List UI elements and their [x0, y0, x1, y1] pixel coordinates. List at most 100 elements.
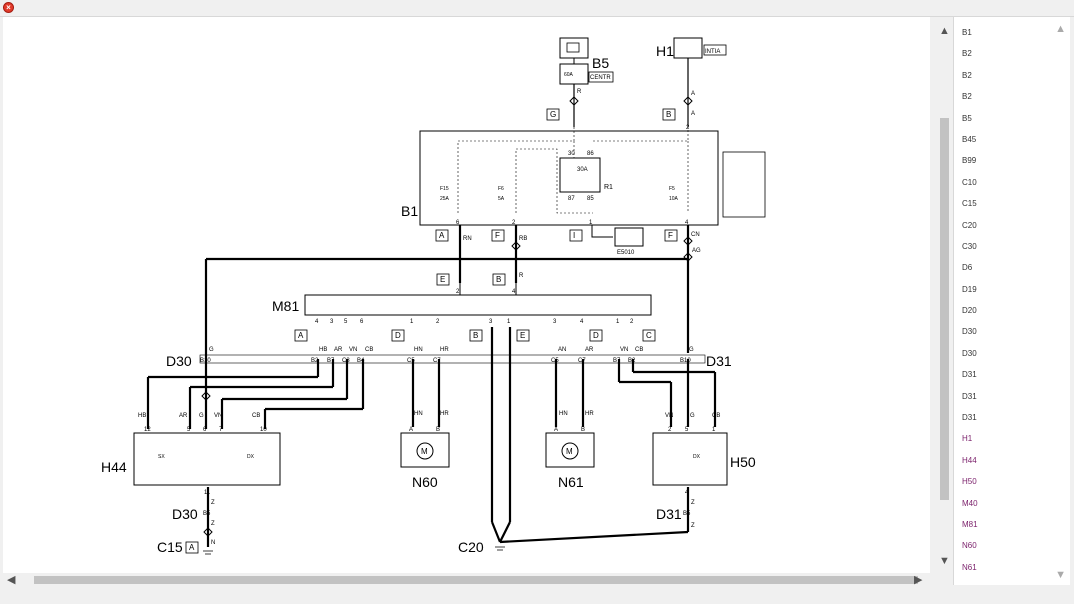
horizontal-scrollbar[interactable]: ◀ ▶ — [3, 573, 930, 587]
component-list-item[interactable]: H50 — [962, 477, 977, 487]
d30-wire-cb: CB — [365, 347, 373, 353]
wiring-diagram[interactable]: B5 60A CENTR R G H1 INTIA A A B 2 B1 30 … — [3, 17, 930, 573]
h44-wire-vn: VN — [214, 413, 222, 419]
component-list-item[interactable]: M40 — [962, 498, 978, 508]
h44-label: H44 — [101, 459, 127, 475]
m81-pin-2: 3 — [330, 319, 334, 325]
n60-motor: M — [421, 447, 428, 456]
component-list-item[interactable]: B2 — [962, 70, 972, 80]
wire-rn: RN — [463, 236, 472, 242]
component-list-item[interactable]: D6 — [962, 263, 973, 273]
fuse-f15-amp: 25A — [440, 196, 450, 202]
wire-ag: AG — [692, 248, 701, 254]
b5-label: B5 — [592, 55, 609, 71]
vertical-scroll-thumb[interactable] — [940, 118, 949, 500]
d31-pin-b7: B7 — [613, 358, 621, 364]
component-list-item[interactable]: D31 — [962, 413, 977, 423]
component-list-item[interactable]: C20 — [962, 220, 977, 230]
component-list-item[interactable]: D20 — [962, 306, 977, 316]
d30-wire-vn: VN — [349, 347, 357, 353]
b1-conn-i: I — [573, 231, 575, 240]
vertical-scrollbar[interactable]: ▲ ▼ — [936, 17, 953, 573]
component-list-item[interactable]: H44 — [962, 455, 977, 465]
h44-pin-6: 6 — [203, 427, 207, 433]
d31-bottom-pin: B5 — [683, 511, 691, 517]
h50-label: H50 — [730, 454, 756, 470]
d30-pin-b7: B7 — [327, 358, 335, 364]
component-list-item[interactable]: D31 — [962, 370, 977, 380]
component-list-item[interactable]: B1 — [962, 28, 972, 37]
b1-conn-a: A — [439, 231, 445, 240]
n61-wire-hr: HR — [585, 411, 594, 417]
d30-wire-hn: HN — [414, 347, 423, 353]
d31-pin-b10: B10 — [680, 358, 691, 364]
b1-pin-2: 2 — [512, 220, 516, 226]
h44-wire-cb: CB — [252, 413, 260, 419]
b5-wire-label: R — [577, 89, 582, 95]
component-list-item[interactable]: D30 — [962, 327, 977, 337]
list-scroll-up-icon[interactable]: ▲ — [1055, 23, 1066, 35]
m81-pin-8: 1 — [507, 319, 511, 325]
fuse-f5-name: F5 — [669, 186, 675, 192]
component-list-item[interactable]: B45 — [962, 134, 977, 144]
n61-label: N61 — [558, 474, 584, 490]
wire-rb: RB — [519, 236, 527, 242]
h1-conn-label: B — [666, 110, 671, 119]
scroll-left-icon[interactable]: ◀ — [7, 574, 16, 586]
scroll-down-icon[interactable]: ▼ — [939, 555, 950, 567]
b1-pin-6: 6 — [456, 220, 460, 226]
h50-wire-g: G — [690, 413, 695, 419]
scroll-up-icon[interactable]: ▲ — [939, 25, 950, 37]
n61-wire-hn: HN — [559, 411, 568, 417]
d31-wire-vn: VN — [620, 347, 628, 353]
component-list-item[interactable]: C30 — [962, 241, 977, 251]
status-bar — [0, 587, 1074, 604]
d30-pin-b10: B10 — [200, 358, 211, 364]
component-list-item[interactable]: D19 — [962, 284, 977, 294]
component-list-item[interactable]: D30 — [962, 348, 977, 358]
d31-wire-ar: AR — [585, 347, 594, 353]
component-list-item[interactable]: C15 — [962, 199, 977, 209]
horizontal-scroll-thumb[interactable] — [34, 576, 918, 584]
n60-wire-hr: HR — [440, 411, 449, 417]
component-list-item[interactable]: B2 — [962, 49, 972, 59]
n60-pin-a: A — [409, 427, 413, 433]
component-list-item[interactable]: B2 — [962, 92, 972, 102]
component-list-item[interactable]: H1 — [962, 434, 973, 444]
e5010-label: E5010 — [617, 250, 635, 256]
h44-wire-ar: AR — [179, 413, 188, 419]
m81-wire-r: R — [519, 273, 524, 279]
b1-pin-4: 4 — [685, 220, 689, 226]
d30-bottom-label: D30 — [172, 506, 198, 522]
h50-wire-cb: CB — [712, 413, 720, 419]
close-icon[interactable]: × — [3, 2, 14, 13]
m81-label: M81 — [272, 298, 299, 314]
h1-pin2-label: 2 — [686, 125, 690, 131]
h1-tag: INTIA — [705, 49, 720, 55]
wiring-diagram-pane[interactable]: B5 60A CENTR R G H1 INTIA A A B 2 B1 30 … — [3, 17, 930, 573]
component-list-item[interactable]: N61 — [962, 562, 977, 572]
component-list-item[interactable]: C10 — [962, 177, 977, 187]
m81-pin-10: 4 — [580, 319, 584, 325]
component-list-item[interactable]: B5 — [962, 113, 972, 123]
c15-wire: N — [211, 540, 215, 546]
component-list-item[interactable]: N60 — [962, 541, 977, 551]
n60-label: N60 — [412, 474, 438, 490]
d31-wire-an: AN — [558, 347, 566, 353]
d30-pin-c5: C5 — [407, 358, 415, 364]
component-list-item[interactable]: D31 — [962, 391, 977, 401]
n61-motor: M — [566, 447, 573, 456]
component-list-item[interactable]: M81 — [962, 519, 978, 529]
h50-pin-4: 4 — [685, 490, 689, 496]
component-list-item[interactable]: B99 — [962, 156, 977, 166]
h1-wire-label: A — [691, 111, 695, 117]
n61-pin-b: B — [581, 427, 585, 433]
m81-pin-6: 2 — [436, 319, 440, 325]
list-scroll-down-icon[interactable]: ▼ — [1055, 569, 1066, 581]
b1-top-pin-30: 30 — [568, 151, 575, 157]
m81-pin-9: 3 — [553, 319, 557, 325]
scroll-right-icon[interactable]: ▶ — [914, 574, 923, 586]
fuse-f6-name: F6 — [498, 186, 504, 192]
h50-wire-vn: VN — [665, 413, 673, 419]
